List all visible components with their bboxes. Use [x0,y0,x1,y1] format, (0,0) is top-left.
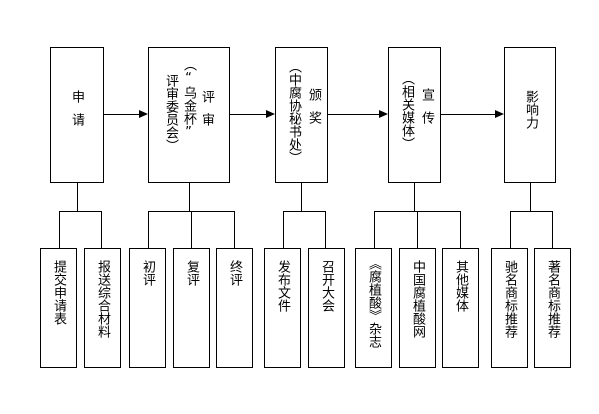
stage-publicity-label: 宣传 [419,88,434,134]
arrow-publicity-to-influence-head [495,110,504,118]
stage-influence-box: 影响力 [504,47,556,183]
subitem-second-review: 复评 [173,248,210,368]
stage-review-org-line2: 评审委员会） [163,74,178,152]
subitem-submit-application-label: 提交申请表 [51,260,66,325]
connector-award-bar [283,211,326,212]
connector-apply-drop-2 [101,211,102,249]
arrow-publicity-to-influence-shaft [441,114,496,115]
stage-award-box: 颁奖 （中腐协秘书处） [275,47,328,183]
connector-apply-drop-1 [59,211,60,249]
subitem-well-known-trademark-label: 驰名商标推荐 [502,260,517,338]
connector-apply-bar [59,211,102,212]
stage-review-label: 评审 [199,90,214,136]
connector-apply-stem [77,183,78,211]
stage-publicity-box: 宣传 （相关媒体） [388,47,441,183]
arrow-award-to-publicity-shaft [328,114,380,115]
subitem-famous-trademark: 著名商标推荐 [534,248,571,368]
subitem-other-media-label: 其他媒体 [453,260,468,312]
subitem-final-review: 终评 [216,248,253,368]
connector-influence-bar [510,211,553,212]
subitem-submit-materials-label: 报送综合材料 [95,260,110,338]
subitem-issue-document-label: 发布文件 [275,260,290,312]
subitem-submit-materials: 报送综合材料 [84,248,121,368]
subitem-final-review-label: 终评 [227,260,242,286]
subitem-other-media: 其他媒体 [442,248,479,368]
subitem-second-review-label: 复评 [184,260,199,286]
subitem-hold-conference-label: 召开大会 [319,260,334,312]
arrow-review-to-award-head [266,110,275,118]
subitem-magazine-label: 《腐植酸》杂志 [366,257,381,348]
stage-award-label: 颁奖 [306,88,321,134]
subitem-famous-trademark-label: 著名商标推荐 [545,260,560,338]
stage-publicity-org: （相关媒体） [399,72,414,150]
connector-award-stem [301,183,302,211]
connector-review-stem [189,183,190,211]
stage-apply-label: 申请 [69,90,84,136]
subitem-well-known-trademark: 驰名商标推荐 [491,248,528,368]
connector-influence-drop-2 [552,211,553,249]
connector-award-drop-2 [325,211,326,249]
connector-influence-drop-1 [510,211,511,249]
stage-apply-box: 申请 [50,47,104,183]
arrow-apply-to-review-head [139,110,148,118]
connector-publicity-drop-1 [374,211,375,249]
connector-review-drop-2 [191,211,192,249]
stage-review-box: 评审 （“乌金杯” 评审委员会） [148,47,230,183]
arrow-award-to-publicity-head [379,110,388,118]
subitem-initial-review: 初评 [129,248,166,368]
subitem-website-label: 中国腐植酸网 [410,260,425,338]
connector-review-drop-1 [148,211,149,249]
stage-award-org: （中腐协秘书处） [286,60,301,164]
connector-publicity-drop-2 [417,211,418,249]
subitem-initial-review-label: 初评 [140,260,155,286]
connector-influence-stem [530,183,531,211]
subitem-website: 中国腐植酸网 [399,248,436,368]
stage-influence-label: 影响力 [523,90,538,129]
connector-review-drop-3 [234,211,235,249]
subitem-hold-conference: 召开大会 [308,248,345,368]
subitem-magazine: 《腐植酸》杂志 [355,248,392,368]
connector-award-drop-1 [283,211,284,249]
subitem-submit-application: 提交申请表 [40,248,77,368]
arrow-review-to-award-shaft [230,114,267,115]
arrow-apply-to-review-shaft [104,114,140,115]
connector-publicity-stem [414,183,415,211]
stage-review-org-line1: （“乌金杯” [181,58,196,140]
connector-publicity-drop-3 [460,211,461,249]
subitem-issue-document: 发布文件 [264,248,301,368]
